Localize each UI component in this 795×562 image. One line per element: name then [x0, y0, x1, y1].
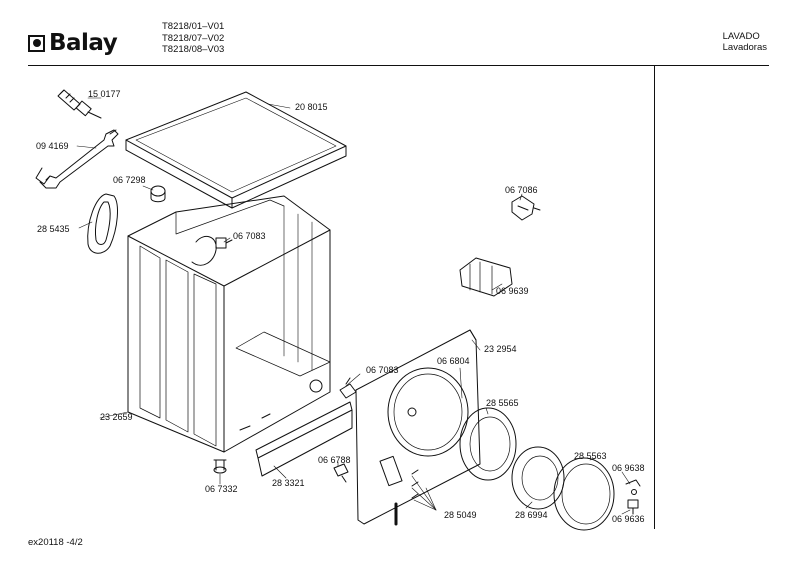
- part-label: 28 5049: [444, 510, 477, 520]
- part-label: 06 9638: [612, 463, 645, 473]
- door-frame-part[interactable]: [459, 407, 517, 481]
- part-label: 06 7086: [505, 185, 538, 195]
- model-number: T8218/08–V03: [162, 44, 225, 55]
- door-lock-part[interactable]: [511, 195, 541, 221]
- leader-lines: [76, 97, 631, 515]
- cabinet-frame-part[interactable]: [127, 195, 331, 453]
- hinge-part[interactable]: [333, 463, 349, 483]
- door-glass-part[interactable]: [511, 446, 565, 510]
- part-label: 06 9636: [612, 514, 645, 524]
- part-label: 23 2659: [100, 412, 133, 422]
- part-label: 06 7298: [113, 175, 146, 185]
- part-label: 06 7083: [366, 365, 399, 375]
- hinge-bracket-part[interactable]: [627, 499, 639, 515]
- part-label: 06 7332: [205, 484, 238, 494]
- part-label: 28 5563: [574, 451, 607, 461]
- clamp-part[interactable]: [339, 377, 357, 399]
- part-label: 06 7083: [233, 231, 266, 241]
- part-label: 20 8015: [295, 102, 328, 112]
- part-label: 28 5435: [37, 224, 70, 234]
- brand-name: Balay: [49, 30, 118, 56]
- part-label: 06 9639: [496, 286, 529, 296]
- header-divider: [28, 65, 769, 67]
- page-reference: ex20118 -4/2: [28, 537, 83, 548]
- part-label: 15 0177: [88, 89, 121, 99]
- category-block: LAVADO Lavadoras: [722, 31, 767, 53]
- model-list: T8218/01–V01 T8218/07–V02 T8218/08–V03: [162, 21, 224, 56]
- door-gasket-part[interactable]: [87, 193, 118, 254]
- wrench-part[interactable]: [35, 129, 119, 189]
- part-label: 28 3321: [272, 478, 305, 488]
- cap-part[interactable]: [150, 185, 166, 203]
- hinge-pin-part[interactable]: [625, 479, 641, 495]
- clamp-part[interactable]: [215, 237, 233, 249]
- door-ring-part[interactable]: [553, 457, 615, 531]
- part-label: 09 4169: [36, 141, 69, 151]
- brand-mark-icon: [28, 34, 45, 52]
- model-number: T8218/01–V01: [162, 21, 225, 32]
- part-label: 28 5565: [486, 398, 519, 408]
- part-label: 06 6788: [318, 455, 351, 465]
- hose-adapter-part[interactable]: [57, 89, 102, 119]
- model-number: T8218/07–V02: [162, 32, 225, 44]
- adjustable-foot-part[interactable]: [213, 459, 227, 474]
- category-subtitle: Lavadoras: [722, 41, 767, 53]
- interlock-switch-part[interactable]: [459, 257, 513, 297]
- category-title: LAVADO: [722, 31, 760, 42]
- part-label: 06 6804: [437, 356, 470, 366]
- part-label: 28 6994: [515, 510, 548, 520]
- worktop-lid-part[interactable]: [125, 91, 347, 209]
- brand-logo: Balay: [28, 30, 118, 56]
- side-divider: [654, 66, 656, 529]
- plinth-strip-part[interactable]: [255, 401, 353, 477]
- part-label: 23 2954: [484, 344, 517, 354]
